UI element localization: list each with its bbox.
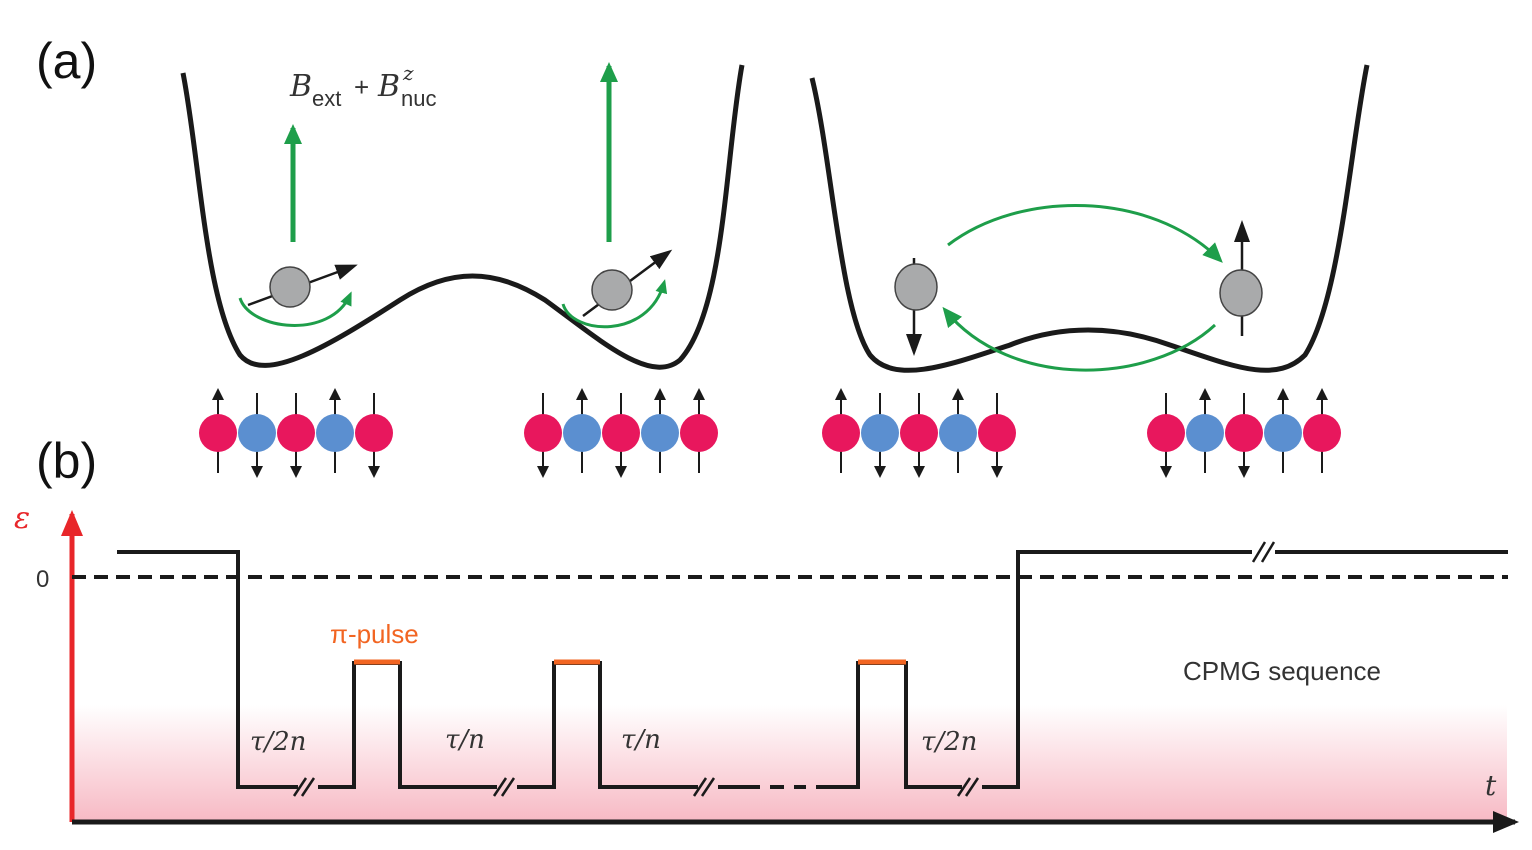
svg-text:z: z	[402, 61, 414, 85]
y-axis-label: ε	[14, 501, 30, 536]
nucleus	[978, 414, 1016, 452]
svg-text:+: +	[354, 72, 369, 102]
svg-text:B: B	[377, 69, 400, 104]
nucleus	[563, 414, 601, 452]
electron-right-dot-1	[894, 258, 938, 356]
exchange-arrow-top	[947, 204, 1223, 263]
zero-label: 0	[36, 566, 49, 593]
nucleus	[602, 414, 640, 452]
cpmg-sequence-label: CPMG sequence	[1183, 656, 1381, 686]
precession-arrow-right	[561, 279, 668, 329]
nucleus	[1225, 414, 1263, 452]
left-double-well-potential	[180, 64, 745, 370]
svg-text:B: B	[289, 69, 312, 104]
svg-text:nuc: nuc	[401, 86, 436, 111]
interval-label: τ/2n	[921, 727, 977, 757]
negative-detuning-shade	[72, 705, 1507, 822]
interval-label: τ/2n	[250, 727, 306, 757]
interval-label: τ/n	[445, 725, 485, 755]
nucleus	[1264, 414, 1302, 452]
nucleus	[1303, 414, 1341, 452]
nucleus	[900, 414, 938, 452]
field-label: B ext + B z nuc	[289, 61, 436, 111]
x-axis-label: t	[1485, 769, 1497, 802]
precession-arrow-left	[238, 291, 352, 327]
nucleus	[680, 414, 718, 452]
nucleus	[1147, 414, 1185, 452]
pi-pulse-label: π-pulse	[330, 619, 419, 649]
nuclear-spin-chains	[199, 388, 1341, 478]
nucleus	[641, 414, 679, 452]
electron-left-dot-2	[582, 249, 673, 318]
electron-right-dot-2	[1219, 220, 1263, 336]
exchange-arrow-bottom	[942, 306, 1217, 372]
nucleus	[277, 414, 315, 452]
nucleus	[238, 414, 276, 452]
electron-left-dot-1	[247, 264, 358, 308]
nucleus	[316, 414, 354, 452]
panel-a-label: (a)	[36, 33, 97, 89]
svg-text:ext: ext	[312, 86, 341, 111]
panel-b-label: (b)	[36, 433, 97, 489]
nucleus	[939, 414, 977, 452]
nucleus	[1186, 414, 1224, 452]
nucleus	[524, 414, 562, 452]
nucleus	[199, 414, 237, 452]
time-break-marks	[292, 541, 1276, 797]
nucleus	[355, 414, 393, 452]
right-double-well-potential	[809, 64, 1370, 373]
nucleus	[822, 414, 860, 452]
nucleus	[861, 414, 899, 452]
interval-label: τ/n	[621, 725, 661, 755]
